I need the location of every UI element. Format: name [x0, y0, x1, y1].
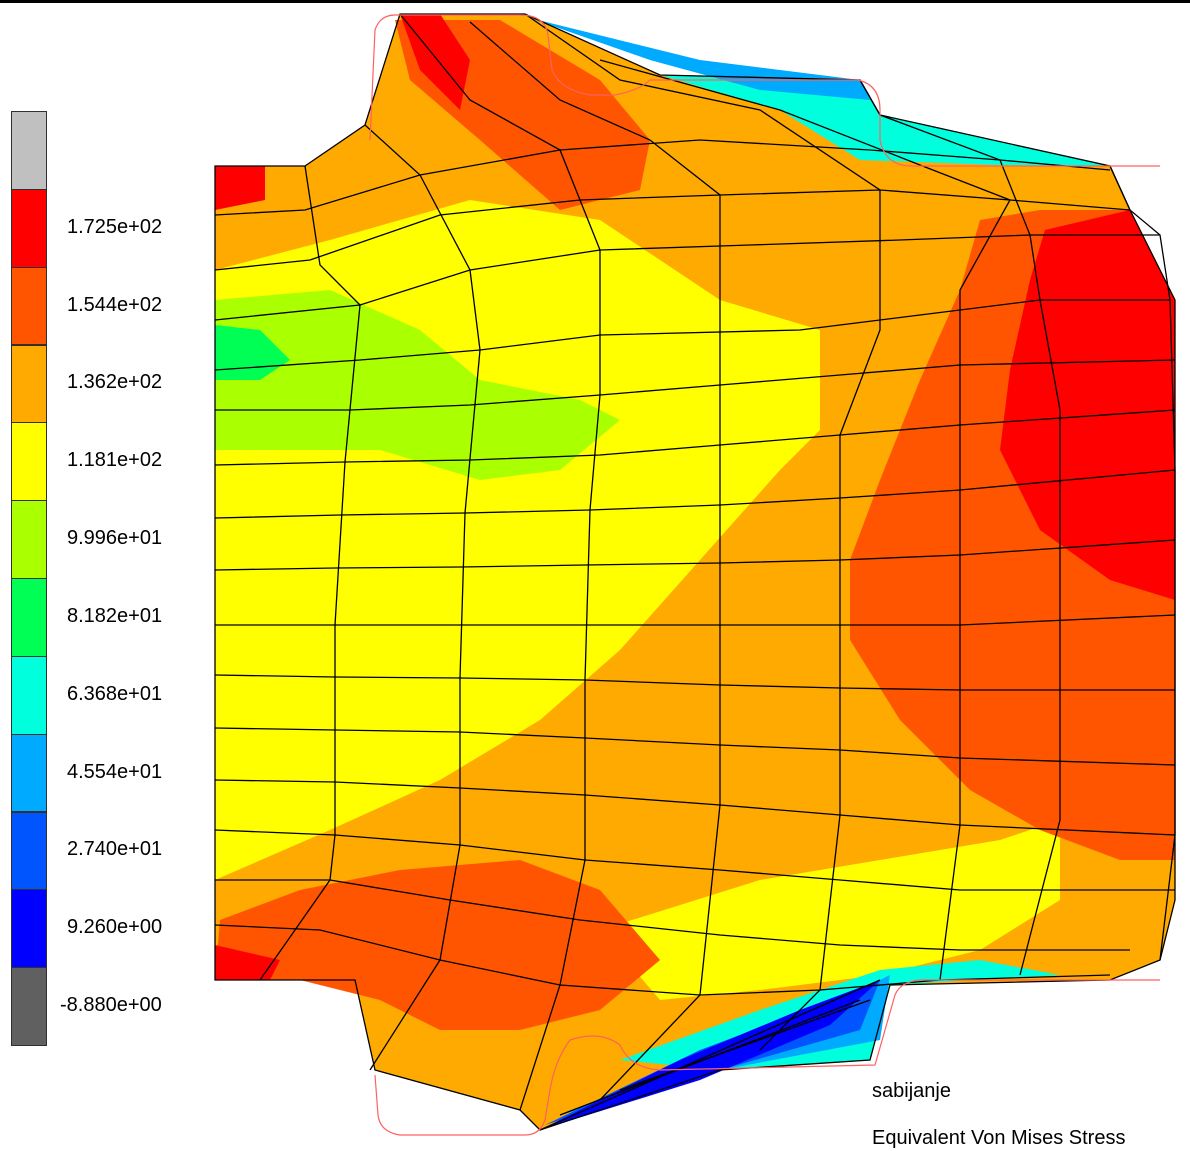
legend-swatch — [11, 111, 47, 190]
legend-swatch — [11, 967, 47, 1046]
legend-swatch — [11, 188, 47, 268]
legend-label: 9.260e+00 — [67, 916, 163, 939]
legend-swatch — [11, 344, 47, 424]
mesh-grid — [214, 13, 1176, 1131]
legend-label: 1.544e+02 — [67, 293, 163, 316]
legend-label: 2.740e+01 — [67, 838, 163, 861]
top-border-line — [0, 0, 1190, 3]
legend-label: -8.880e+00 — [60, 994, 162, 1017]
legend-swatch — [11, 422, 47, 502]
result-type-label: Equivalent Von Mises Stress — [872, 1127, 1126, 1149]
legend-label: 1.725e+02 — [67, 215, 163, 238]
legend-swatch — [11, 500, 47, 579]
contour-lightgreen — [215, 290, 620, 480]
contour-red-right — [1000, 210, 1175, 600]
load-case-name: sabijanje — [872, 1080, 951, 1102]
legend-label: 1.362e+02 — [67, 371, 163, 394]
contour-yellow-right — [600, 820, 1060, 1000]
contour-red-topleft — [215, 166, 265, 210]
legend-swatch — [11, 266, 47, 346]
legend-label: 1.181e+02 — [67, 449, 163, 472]
contour-orangered-bottom — [215, 860, 660, 1030]
contour-sky-bottom — [560, 975, 890, 1115]
color-legend: 1.725e+02 1.544e+02 1.362e+02 1.181e+02 9.99… — [11, 111, 162, 1046]
legend-label: 8.182e+01 — [67, 604, 163, 627]
legend-swatch — [11, 889, 47, 969]
contour-red-top — [400, 14, 470, 110]
legend-swatch — [11, 811, 47, 891]
legend-swatch — [11, 578, 47, 657]
legend-label: 4.554e+01 — [67, 760, 163, 783]
contour-cyan-top — [660, 75, 1110, 166]
undeformed-outline — [369, 14, 1160, 1136]
legend-label: 9.996e+01 — [67, 527, 163, 550]
contour-red-bottomleft — [215, 945, 280, 980]
legend-label: 6.368e+01 — [67, 682, 163, 705]
